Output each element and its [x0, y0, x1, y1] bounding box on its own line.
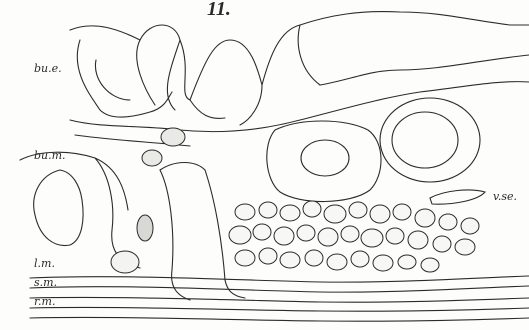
label-bu-m: bu.m.: [34, 149, 66, 162]
label-r-m: r.m.: [34, 295, 55, 308]
granular-cell: [142, 150, 162, 166]
cell-cluster: [229, 201, 479, 272]
label-bu-e: bu.e.: [34, 62, 62, 75]
label-v-se: v.se.: [493, 190, 517, 203]
vessel-v-se: [430, 190, 485, 204]
figure-number: 11.: [207, 0, 231, 21]
large-cell-right: [380, 98, 480, 182]
middle-cell: [267, 121, 381, 202]
granular-cell: [111, 251, 139, 273]
granular-cell: [161, 128, 185, 146]
granular-cell: [137, 215, 153, 241]
label-s-m: s.m.: [34, 276, 57, 289]
left-cavity: [34, 170, 83, 246]
label-l-m: l.m.: [34, 257, 55, 270]
